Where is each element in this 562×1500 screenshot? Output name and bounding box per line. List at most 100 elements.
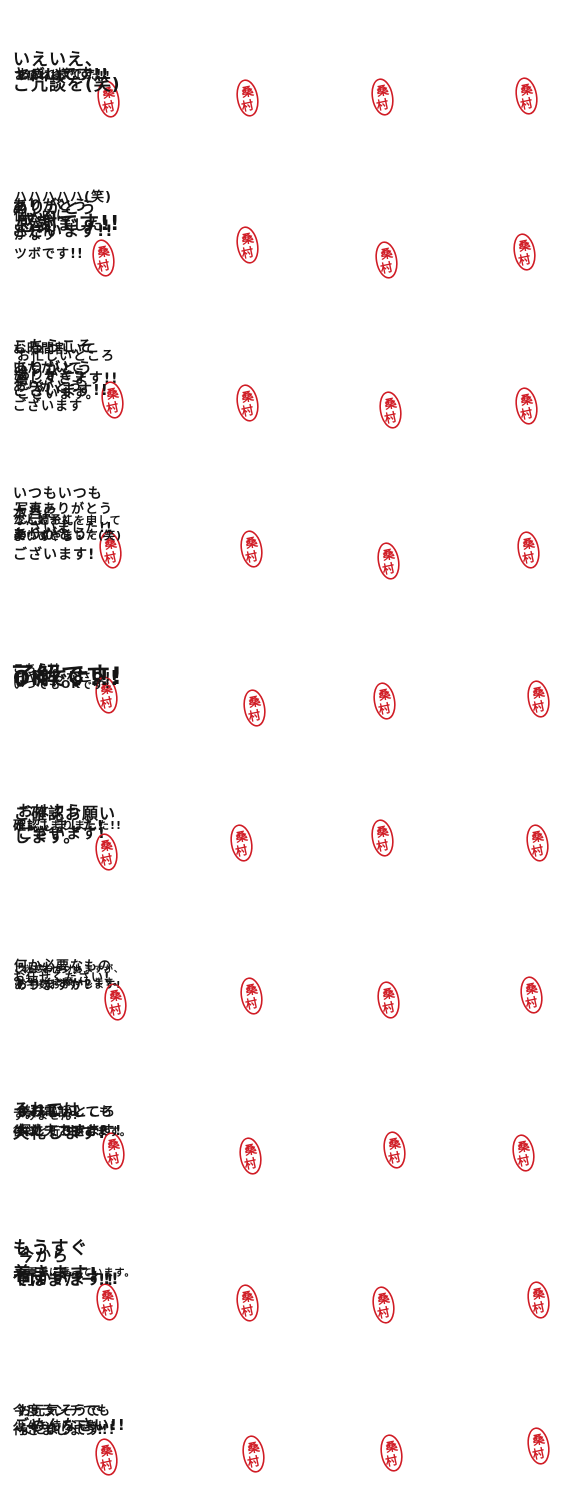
sticker[interactable]: もうすぐ 着きます!桑村 (13, 1200, 422, 1350)
name-seal-stamp: 桑村 (95, 675, 118, 715)
sticker[interactable]: お忙しいところ ありがとう ございます。桑村 (17, 300, 282, 450)
sticker-message: 今お電話しても 大丈夫ですか? (16, 1105, 113, 1139)
sticker[interactable]: なんとお礼を申して よいのやら・・・桑村 (0, 450, 141, 600)
sticker[interactable]: ありがとう ございました!桑村 (13, 150, 422, 300)
seal-char-bottom: 村 (531, 1445, 546, 1462)
seal-char-bottom: 村 (377, 700, 392, 717)
name-seal-stamp: 桑村 (512, 1133, 535, 1173)
sticker[interactable]: いつもいつも 本当に ありがとう ございます!桑村 (13, 450, 422, 600)
name-seal-stamp: 桑村 (243, 688, 266, 728)
sticker-message: ありがとう ございました! (13, 198, 111, 235)
sticker[interactable]: スミマセン!! お手数おかけします!桑村 (0, 900, 141, 1050)
sticker[interactable]: 写真ありがとう ございました!!桑村 (15, 450, 282, 600)
name-seal-stamp: 桑村 (239, 1136, 262, 1176)
sticker[interactable]: それでは 失礼します!桑村 (13, 1050, 562, 1200)
seal-char-top: 桑 (240, 1289, 256, 1305)
sticker[interactable]: OKです!!!桑村 (13, 600, 422, 750)
seal-char-bottom: 村 (240, 97, 255, 114)
sticker[interactable]: ご迷惑おかけしますが、 よろしくお願いします。桑村 (14, 900, 282, 1050)
seal-char-top: 桑 (96, 244, 112, 260)
name-seal-stamp: 桑村 (515, 76, 538, 116)
sticker[interactable]: 嬉しすぎます!!桑村 (0, 300, 141, 450)
sticker-message: 少し調子に 乗りすぎました(笑) (14, 513, 123, 542)
sticker[interactable]: お時間割いて いただいて ありがとう ございます桑村 (13, 300, 562, 450)
sticker[interactable]: 了解です!桑村 (0, 600, 141, 750)
sticker-message: お元気そうで なによりです!! (18, 1404, 116, 1438)
sticker[interactable]: ごめんなさい!!桑村 (14, 1350, 562, 1500)
sticker-message: ご確認お願い します。 (14, 804, 117, 847)
sticker[interactable]: 今電車に乗っています。桑村 (16, 1200, 562, 1350)
sticker[interactable]: ハハハハハ(笑) 個人的に かなり ツボです!!桑村 (0, 150, 141, 300)
name-seal-stamp: 桑村 (95, 832, 118, 872)
seal-char-top: 桑 (246, 1440, 262, 1456)
seal-char-top: 桑 (387, 1136, 403, 1152)
sticker[interactable]: お疲れ様です!!桑村 (0, 0, 141, 150)
sticker[interactable]: お疲れ様でした!!桑村 (15, 0, 282, 150)
seal-char-top: 桑 (108, 988, 124, 1004)
sticker[interactable]: ありがとう ございます!!桑村 (12, 150, 562, 300)
seal-char-top: 桑 (516, 1139, 532, 1155)
seal-char-top: 桑 (376, 1291, 392, 1307)
sticker[interactable]: 今度ランチでも 行きましょう!桑村 (13, 1350, 422, 1500)
sticker[interactable]: おやすみなさい!桑村 (14, 600, 562, 750)
sticker[interactable]: 美味しいところ 探しておきます!桑村 (0, 1050, 141, 1200)
sticker-message: いつもいつも 本当に ありがとう ございます! (13, 486, 103, 563)
sticker[interactable]: すみません! 後ほど折り返します。桑村 (13, 1050, 422, 1200)
seal-char-top: 桑 (521, 536, 537, 552)
seal-char-top: 桑 (234, 829, 250, 845)
seal-char-bottom: 村 (387, 1149, 402, 1166)
sticker[interactable]: かしこまりました!!桑村 (14, 750, 562, 900)
seal-char-top: 桑 (99, 1443, 115, 1459)
seal-char-bottom: 村 (379, 259, 394, 276)
seal-char-top: 桑 (531, 685, 547, 701)
sticker[interactable]: 何か必要なもの ありますか?桑村 (14, 900, 562, 1050)
seal-char-bottom: 村 (244, 995, 259, 1012)
sticker[interactable]: お元気そうで なによりです!!桑村 (18, 1350, 282, 1500)
seal-char-top: 桑 (103, 536, 119, 552)
sticker[interactable]: 少し調子に 乗りすぎました(笑)桑村 (14, 450, 562, 600)
sticker[interactable]: 感謝です!!桑村 (16, 150, 282, 300)
sticker[interactable]: いえいえ、 ご冗談を(笑)桑村 (13, 0, 422, 150)
sticker[interactable]: こちらこそ ありがとう ございます!!桑村 (13, 300, 422, 450)
name-seal-stamp: 桑村 (95, 1437, 118, 1477)
seal-char-bottom: 村 (524, 994, 539, 1011)
seal-char-top: 桑 (240, 389, 256, 405)
sticker[interactable]: 今お電話しても 大丈夫ですか? 桑村 (16, 1050, 282, 1200)
sticker[interactable]: 確認しました!桑村 (13, 750, 422, 900)
seal-char-bottom: 村 (100, 1301, 115, 1318)
name-seal-stamp: 桑村 (99, 530, 122, 570)
sticker-message: お忙しいところ ありがとう ございます。 (17, 349, 116, 402)
sticker[interactable]: おはよう ございます!桑村 (0, 750, 141, 900)
seal-char-top: 桑 (381, 986, 397, 1002)
seal-char-top: 桑 (244, 535, 260, 551)
sticker[interactable]: 今から 向かいます!!桑村 (18, 1200, 282, 1350)
name-seal-stamp: 桑村 (379, 390, 402, 430)
seal-char-bottom: 村 (381, 999, 396, 1016)
name-seal-stamp: 桑村 (236, 1283, 259, 1323)
seal-char-top: 桑 (384, 1439, 400, 1455)
name-seal-stamp: 桑村 (527, 1426, 550, 1466)
seal-char-bottom: 村 (375, 96, 390, 113)
seal-char-bottom: 村 (99, 694, 114, 711)
sticker-message: お時間割いて いただいて ありがとう ございます (13, 342, 97, 414)
sticker[interactable]: ヤバいです!!桑村 (14, 0, 562, 150)
sticker[interactable]: お任せください!桑村 (13, 900, 422, 1050)
seal-char-bottom: 村 (383, 409, 398, 426)
name-seal-stamp: 桑村 (383, 1130, 406, 1170)
seal-char-bottom: 村 (240, 244, 255, 261)
sticker-message: 今から 向かいます!! (18, 1246, 120, 1289)
name-seal-stamp: 桑村 (527, 1280, 550, 1320)
sticker-message: ご迷惑おかけしますが、 よろしくお願いします。 (14, 965, 124, 989)
seal-char-top: 桑 (531, 1432, 547, 1448)
sticker[interactable]: 少々お待ち下さい!桑村 (0, 1350, 141, 1500)
seal-char-bottom: 村 (106, 1150, 121, 1167)
seal-char-top: 桑 (244, 982, 260, 998)
seal-char-bottom: 村 (375, 837, 390, 854)
sticker[interactable]: こちらは いつでもOKです!桑村 (13, 600, 282, 750)
name-seal-stamp: 桑村 (375, 240, 398, 280)
sticker[interactable]: ではまたー!!桑村 (0, 1200, 141, 1350)
sticker-message: ハハハハハ(笑) 個人的に かなり ツボです!! (14, 190, 112, 262)
seal-char-top: 桑 (100, 1288, 116, 1304)
name-seal-stamp: 桑村 (517, 530, 540, 570)
sticker[interactable]: ご確認お願い します。桑村 (14, 750, 282, 900)
